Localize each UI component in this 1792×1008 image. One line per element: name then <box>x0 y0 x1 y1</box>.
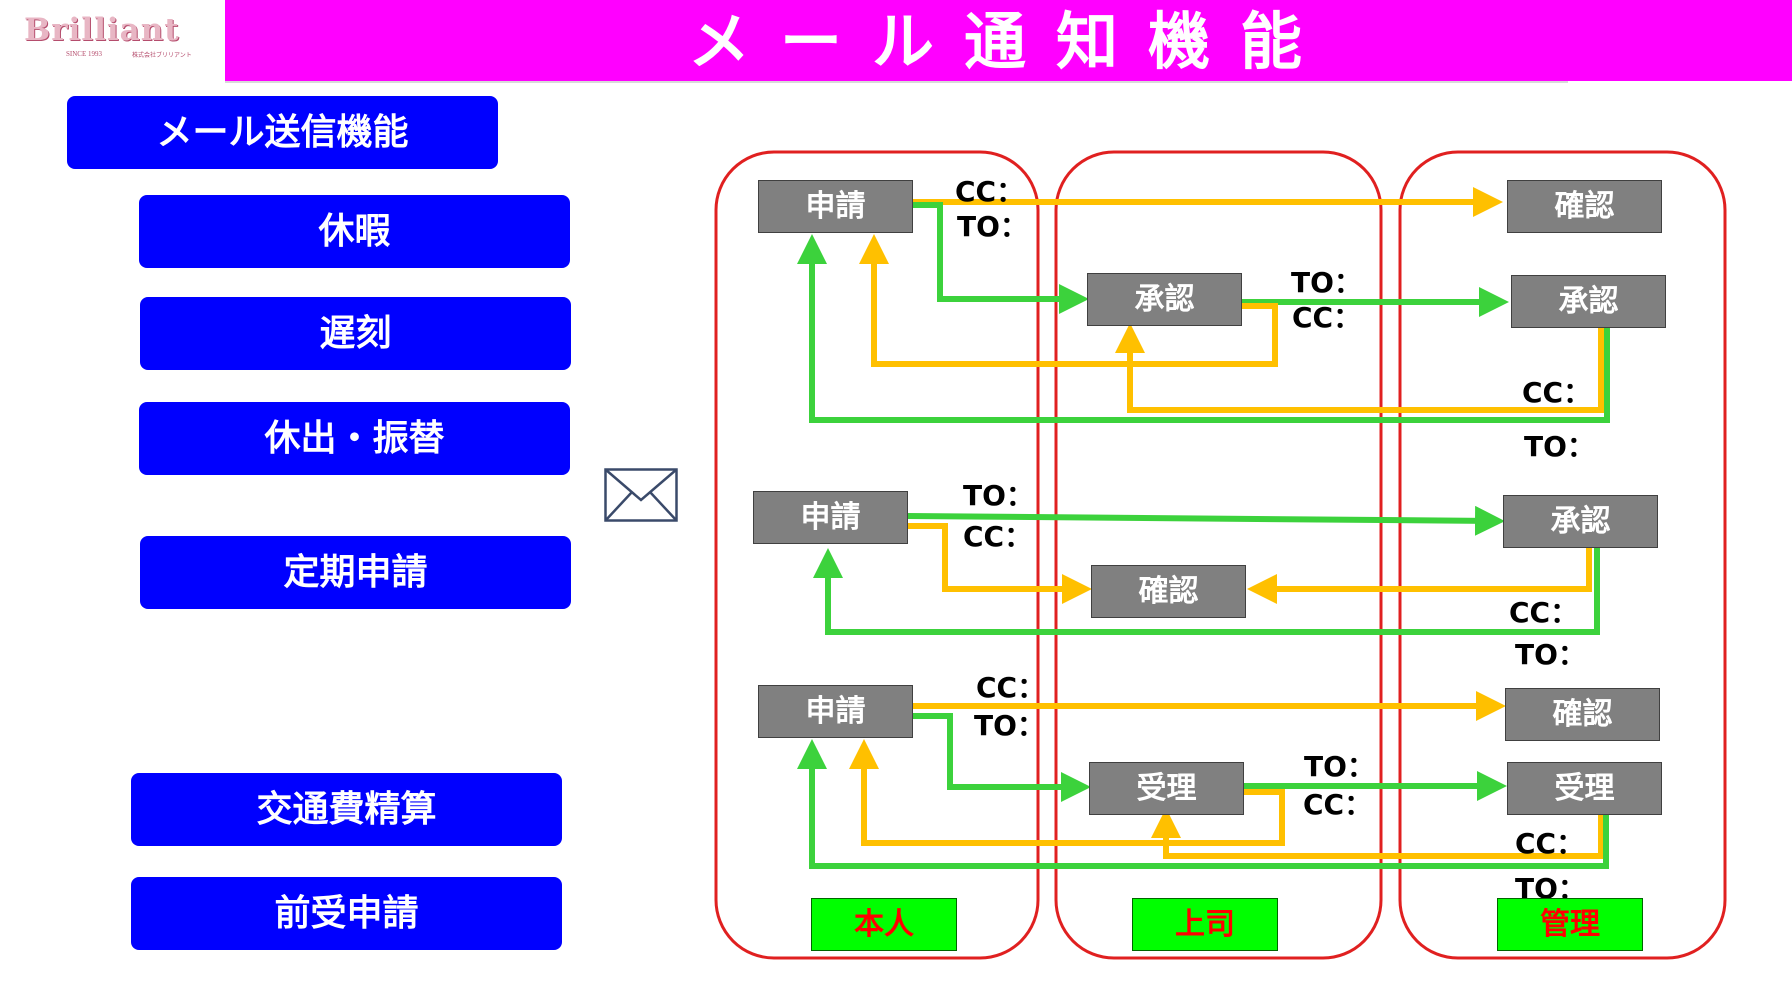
flow3-admin-confirm-box: 確認 <box>1505 688 1660 741</box>
flow1-to-boss-arrow <box>912 202 1089 314</box>
flow1-cc-label: CC： <box>955 175 1025 208</box>
flow3-cc-back-self-arrow <box>849 739 1285 846</box>
flow2-to-admin-arrow <box>906 505 1505 536</box>
flow3-apply-box: 申請 <box>758 685 913 738</box>
flow1-admin-confirm-box: 確認 <box>1507 180 1662 233</box>
menu-item-commuter-pass[interactable]: 定期申請 <box>140 536 571 609</box>
flow1-admin-cc-label: CC： <box>1522 376 1592 409</box>
flow2-admin-cc-label: CC： <box>1509 596 1579 629</box>
lane-boss <box>1054 150 1383 960</box>
flow3-to-label: TO： <box>974 709 1045 742</box>
flow2-to-label: TO： <box>963 479 1034 512</box>
flow2-admin-to-label: TO： <box>1515 638 1586 671</box>
role-self-label: 本人 <box>811 898 957 951</box>
envelope-icon <box>604 468 678 522</box>
flow3-admin-receive-box: 受理 <box>1507 762 1662 815</box>
menu-header-button[interactable]: メール送信機能 <box>67 96 498 169</box>
flow1-apply-box: 申請 <box>758 180 913 233</box>
flow2-apply-box: 申請 <box>753 491 908 544</box>
company-logo: Brilliant SINCE 1993 株式会社ブリリアント <box>22 12 202 60</box>
flow1-admin-to-label: TO： <box>1524 430 1595 463</box>
flow3-cc-back-boss-arrow <box>1151 808 1604 859</box>
menu-item-holiday-work[interactable]: 休出・振替 <box>139 402 570 475</box>
flow3-cc-label: CC： <box>976 671 1046 704</box>
flow2-to-back-self-arrow <box>813 547 1600 635</box>
flow2-boss-confirm-box: 確認 <box>1091 565 1246 618</box>
flow2-cc-label: CC： <box>963 520 1033 553</box>
logo-since: SINCE 1993 <box>66 50 102 58</box>
role-boss-label: 上司 <box>1132 898 1278 951</box>
flow1-to-label: TO： <box>957 210 1028 243</box>
flow2-cc-back-boss-arrow <box>1247 547 1592 604</box>
logo-name: Brilliant <box>24 12 180 48</box>
flow3-to-boss-arrow <box>912 713 1091 802</box>
flow3-boss-cc-label: CC： <box>1303 788 1373 821</box>
title-divider <box>225 81 1568 83</box>
flow1-admin-approve-box: 承認 <box>1511 275 1666 328</box>
menu-item-leave[interactable]: 休暇 <box>139 195 570 268</box>
flow1-boss-cc-label: CC： <box>1292 301 1362 334</box>
lane-admin <box>1398 150 1727 960</box>
menu-item-advance-receipt[interactable]: 前受申請 <box>131 877 562 950</box>
flow3-to-back-self-arrow <box>797 739 1609 869</box>
flow1-boss-to-label: TO： <box>1291 266 1362 299</box>
flow1-boss-approve-box: 承認 <box>1087 273 1242 326</box>
logo-company: 株式会社ブリリアント <box>132 52 192 59</box>
flow2-admin-approve-box: 承認 <box>1503 495 1658 548</box>
page-title: メール通知機能 <box>687 5 1332 78</box>
flow1-cc-back-boss-arrow <box>1115 323 1604 413</box>
title-bar <box>225 0 1792 81</box>
flow3-boss-receive-box: 受理 <box>1089 762 1244 815</box>
flow1-cc-back-self-arrow <box>859 234 1278 367</box>
lane-self <box>714 150 1040 960</box>
menu-item-late[interactable]: 遅刻 <box>140 297 571 370</box>
flow3-admin-cc-label: CC： <box>1515 827 1585 860</box>
role-admin-label: 管理 <box>1497 898 1643 951</box>
menu-item-transport-expense[interactable]: 交通費精算 <box>131 773 562 846</box>
flow1-to-back-self-arrow <box>797 234 1610 423</box>
flow3-boss-to-label: TO： <box>1304 750 1375 783</box>
flow2-cc-to-boss-arrow <box>907 523 1092 604</box>
